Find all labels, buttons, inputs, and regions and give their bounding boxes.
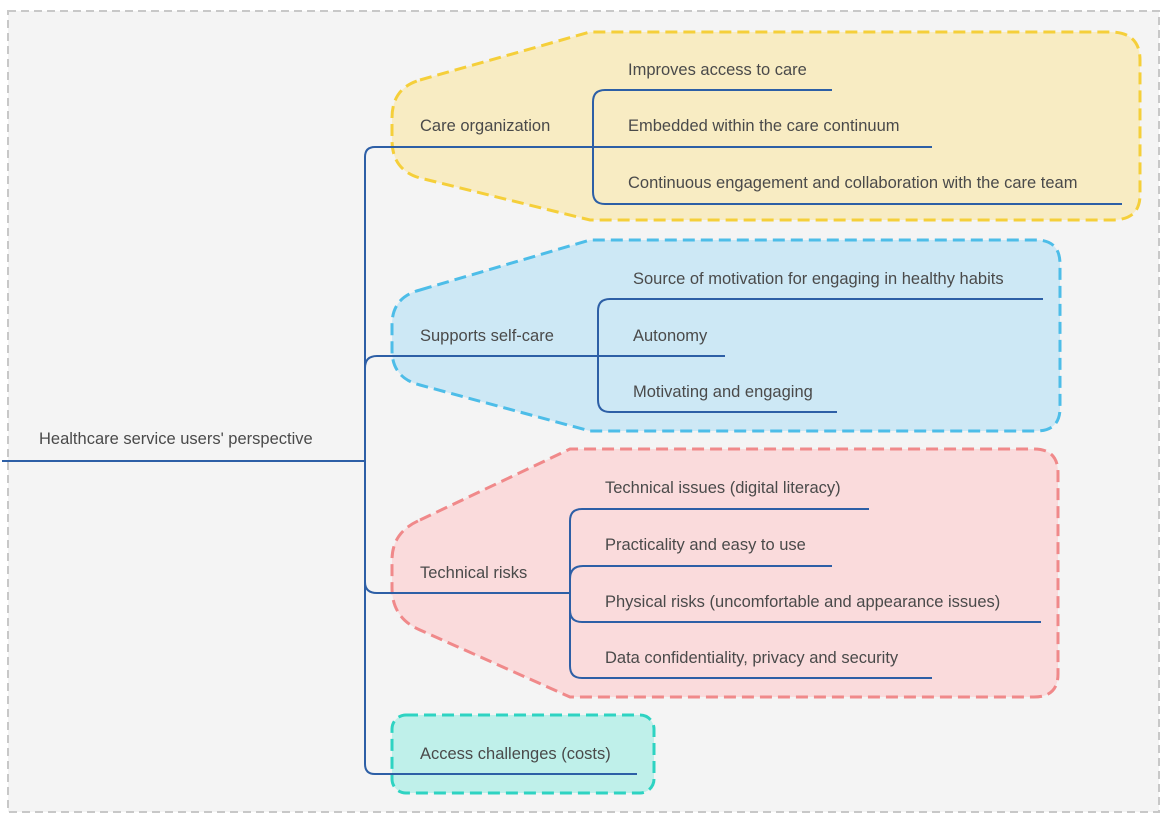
branch-label-technical-risks: Technical risks — [420, 564, 528, 582]
trunk-to-self-care — [364, 355, 393, 369]
leaf-embedded-continuum: Embedded within the care continuum — [628, 117, 900, 135]
branch-label-supports-self-care: Supports self-care — [420, 327, 554, 345]
risks-line-3 — [569, 593, 1041, 623]
leaf-source-of-motivation: Source of motivation for engaging in hea… — [633, 270, 1004, 288]
branch-label-access-challenges: Access challenges (costs) — [420, 745, 611, 763]
risks-line-2 — [569, 565, 832, 580]
group-care-organization — [390, 30, 1142, 222]
group-technical-risks — [390, 447, 1060, 699]
branch-label-care-organization: Care organization — [420, 117, 551, 135]
root-label: Healthcare service users' perspective — [39, 430, 313, 448]
leaf-practicality: Practicality and easy to use — [605, 536, 806, 554]
leaf-data-confidentiality: Data confidentiality, privacy and securi… — [605, 649, 899, 667]
connector-lines — [2, 89, 1122, 775]
leaf-technical-issues: Technical issues (digital literacy) — [605, 479, 841, 497]
group-supports-self-care — [390, 238, 1062, 433]
leaf-continuous-engagement: Continuous engagement and collaboration … — [628, 174, 1078, 192]
leaf-motivating-engaging: Motivating and engaging — [633, 383, 813, 401]
leaf-improves-access: Improves access to care — [628, 61, 807, 79]
trunk-to-technical-risks — [364, 581, 393, 594]
root-trunk — [364, 146, 393, 775]
leaf-autonomy: Autonomy — [633, 327, 708, 345]
leaf-physical-risks: Physical risks (uncomfortable and appear… — [605, 593, 1001, 611]
